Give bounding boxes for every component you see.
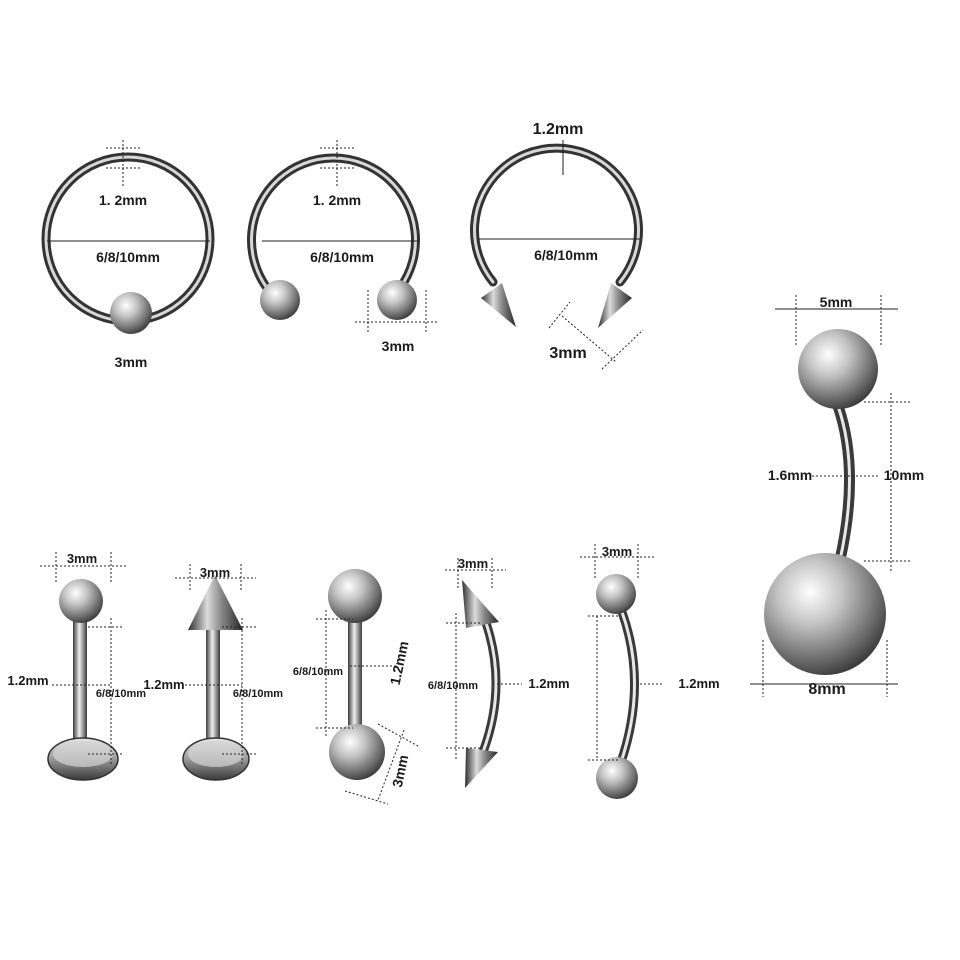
straight-barbell: 6/8/10mm 1.2mm 3mm	[293, 569, 419, 805]
labret-ball: 3mm 1.2mm 6/8/10mm	[7, 551, 146, 781]
horseshoe-ball-right	[377, 280, 417, 320]
horseshoe-spike: 1.2mm 6/8/10mm 3mm	[470, 121, 644, 370]
labret-spike-cone	[188, 575, 243, 630]
horseshoe-ball-left	[260, 280, 300, 320]
belly-top-ball	[798, 329, 878, 409]
ring-diameter-label: 6/8/10mm	[96, 249, 160, 265]
labret-ball-gauge-label: 1.2mm	[7, 673, 48, 688]
curved-bottom-ball	[596, 757, 638, 799]
barbell-top-ball	[328, 569, 382, 623]
curved-ball-barbell: 3mm 1.2mm	[580, 544, 720, 799]
horseshoe-diameter-label: 6/8/10mm	[310, 249, 374, 265]
labret-spike-gauge-label: 1.2mm	[143, 677, 184, 692]
belly-bottom-ball	[764, 553, 886, 675]
belly-length-label: 10mm	[884, 467, 924, 483]
belly-bottom-ball-label: 8mm	[808, 681, 845, 698]
horseshoe-wire	[247, 153, 420, 293]
labret-ball-post	[73, 612, 87, 750]
curved-spike-barbell: 3mm 6/8/10mm 1.2mm	[428, 556, 570, 788]
belly-top-ball-label: 5mm	[820, 294, 853, 310]
belly-gauge-label: 1.6mm	[768, 467, 812, 483]
spike-horseshoe-gauge-label: 1.2mm	[533, 121, 584, 138]
curved-ball-gauge-label: 1.2mm	[678, 676, 719, 691]
spike-horseshoe-spike-label: 3mm	[549, 345, 586, 362]
curved-spike-gauge-label: 1.2mm	[528, 676, 569, 691]
captive-bead-ring: 1. 2mm 6/8/10mm 3mm	[41, 140, 215, 370]
barbell-length-label: 6/8/10mm	[293, 666, 343, 678]
labret-ball-length-label: 6/8/10mm	[96, 688, 146, 700]
curved-spike-bottom	[465, 748, 498, 788]
belly-button-ring: 5mm 1.6mm 10mm 8mm	[750, 294, 924, 698]
barbell-ball-label: 3mm	[389, 753, 411, 788]
labret-spike-length-label: 6/8/10mm	[233, 688, 283, 700]
horseshoe-spike-right	[598, 283, 632, 328]
ring-gauge-label: 1. 2mm	[99, 192, 147, 208]
labret-spike-size-label: 3mm	[200, 565, 230, 580]
curved-spike-size-label: 3mm	[458, 556, 488, 571]
labret-spike-post	[206, 630, 220, 750]
horseshoe-spike-left	[481, 283, 516, 327]
barbell-gauge-label: 1.2mm	[387, 640, 412, 687]
labret-top-ball	[59, 579, 103, 623]
horseshoe-gauge-label: 1. 2mm	[313, 192, 361, 208]
barbell-bottom-ball	[329, 724, 385, 780]
captive-ball	[110, 292, 152, 334]
labret-spike: 3mm 1.2mm 6/8/10mm	[143, 564, 283, 781]
horseshoe-ball: 1. 2mm 6/8/10mm 3mm	[247, 140, 438, 354]
spike-horseshoe-diameter-label: 6/8/10mm	[534, 247, 598, 263]
horseshoe-ball-label: 3mm	[382, 338, 415, 354]
curved-ball-size-label: 3mm	[602, 544, 632, 559]
curved-top-ball	[596, 574, 636, 614]
labret-ball-size-label: 3mm	[67, 551, 97, 566]
curved-spike-top	[462, 580, 499, 628]
ring-ball-label: 3mm	[115, 354, 148, 370]
barbell-post	[348, 612, 362, 742]
curved-spike-length-label: 6/8/10mm	[428, 680, 478, 692]
